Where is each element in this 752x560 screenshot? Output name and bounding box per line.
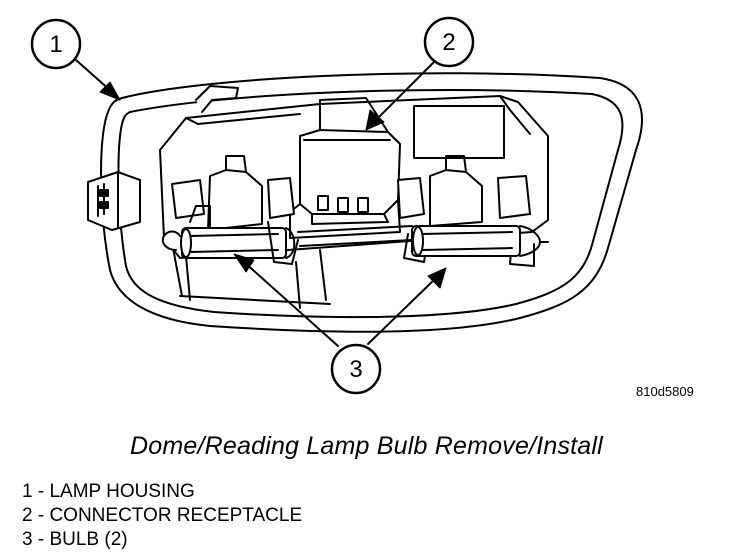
left-bulb-clips bbox=[171, 155, 295, 231]
connector-receptacle bbox=[289, 97, 401, 239]
figure-caption: Dome/Reading Lamp Bulb Remove/Install bbox=[130, 432, 603, 460]
callout-1-circle bbox=[30, 18, 82, 70]
right-bulb bbox=[411, 225, 549, 257]
callout-3-label: 3 bbox=[349, 356, 362, 383]
legend-item-bulb: 3 - BULB (2) bbox=[22, 529, 128, 550]
callout-2-circle bbox=[423, 16, 475, 68]
lamp-diagram: 1 2 3 bbox=[30, 16, 643, 395]
callout-3-circle bbox=[330, 343, 382, 395]
legend-item-lamp-housing: 1 - LAMP HOUSING bbox=[22, 481, 195, 502]
right-bulb-clips bbox=[397, 155, 535, 267]
leader-lines bbox=[75, 59, 437, 347]
arrowheads bbox=[99, 81, 447, 289]
left-bulb bbox=[161, 221, 299, 265]
side-tab bbox=[87, 171, 141, 231]
legend-item-connector-receptacle: 2 - CONNECTOR RECEPTACLE bbox=[22, 505, 303, 526]
callout-2-label: 2 bbox=[442, 29, 455, 56]
legend: 1 - LAMP HOUSING 2 - CONNECTOR RECEPTACL… bbox=[22, 480, 302, 552]
figure-id: 810d5809 bbox=[636, 384, 694, 399]
callout-1-label: 1 bbox=[49, 31, 62, 58]
